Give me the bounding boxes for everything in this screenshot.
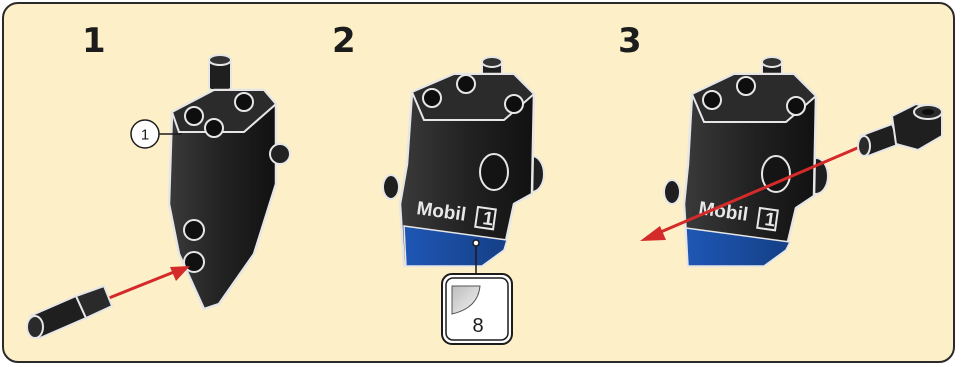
step-3-part: Mobil 1 — [664, 57, 828, 266]
technic-pin-icon — [27, 286, 112, 338]
step-2-part: Mobil 1 — [383, 57, 544, 266]
axle-pin-icon — [858, 104, 942, 156]
step1-insertion-arrow-icon — [104, 266, 190, 300]
step-1-part — [169, 55, 290, 309]
instruction-illustration: 1 — [4, 4, 953, 361]
step1-top-pin-icon — [209, 55, 231, 90]
instruction-panel: 1 2 3 — [2, 2, 955, 363]
part-count-label: 1 — [141, 127, 149, 144]
sticker-number-label: 8 — [472, 315, 483, 337]
